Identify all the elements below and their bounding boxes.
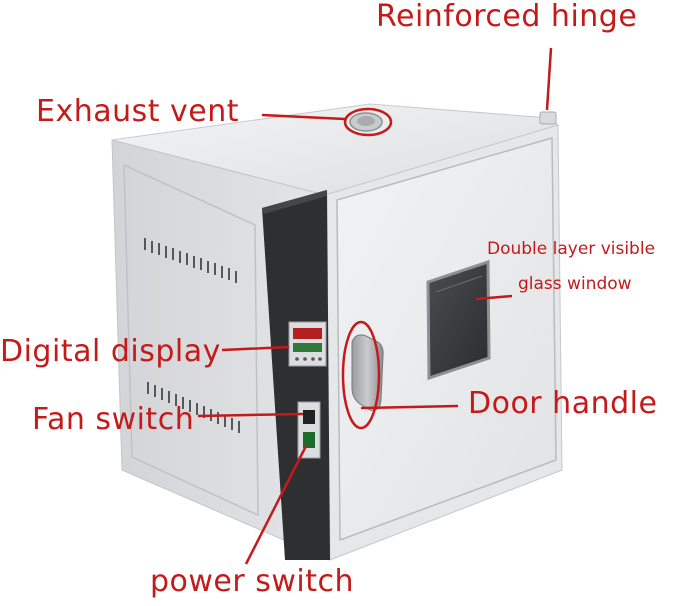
hinge-part — [539, 111, 557, 125]
label-reinforced-hinge: Reinforced hinge — [376, 0, 638, 34]
side-vents-lower — [147, 382, 240, 433]
label-fan-switch: Fan switch — [32, 402, 195, 437]
switch-unit — [297, 401, 321, 459]
display-unit — [288, 321, 327, 367]
side-panel — [123, 163, 259, 517]
label-double-layer-line2: glass window — [518, 274, 632, 294]
label-exhaust-vent: Exhaust vent — [36, 94, 240, 129]
door-handle — [351, 334, 384, 411]
side-vents-upper — [144, 238, 237, 283]
glass-window — [426, 259, 491, 381]
control-panel — [262, 190, 330, 560]
label-power-switch: power switch — [150, 564, 355, 599]
label-digital-display: Digital display — [0, 334, 221, 369]
label-door-handle: Door handle — [468, 386, 658, 421]
annotation-pointers — [197, 47, 553, 565]
label-double-layer-line1: Double layer visible — [487, 239, 656, 259]
